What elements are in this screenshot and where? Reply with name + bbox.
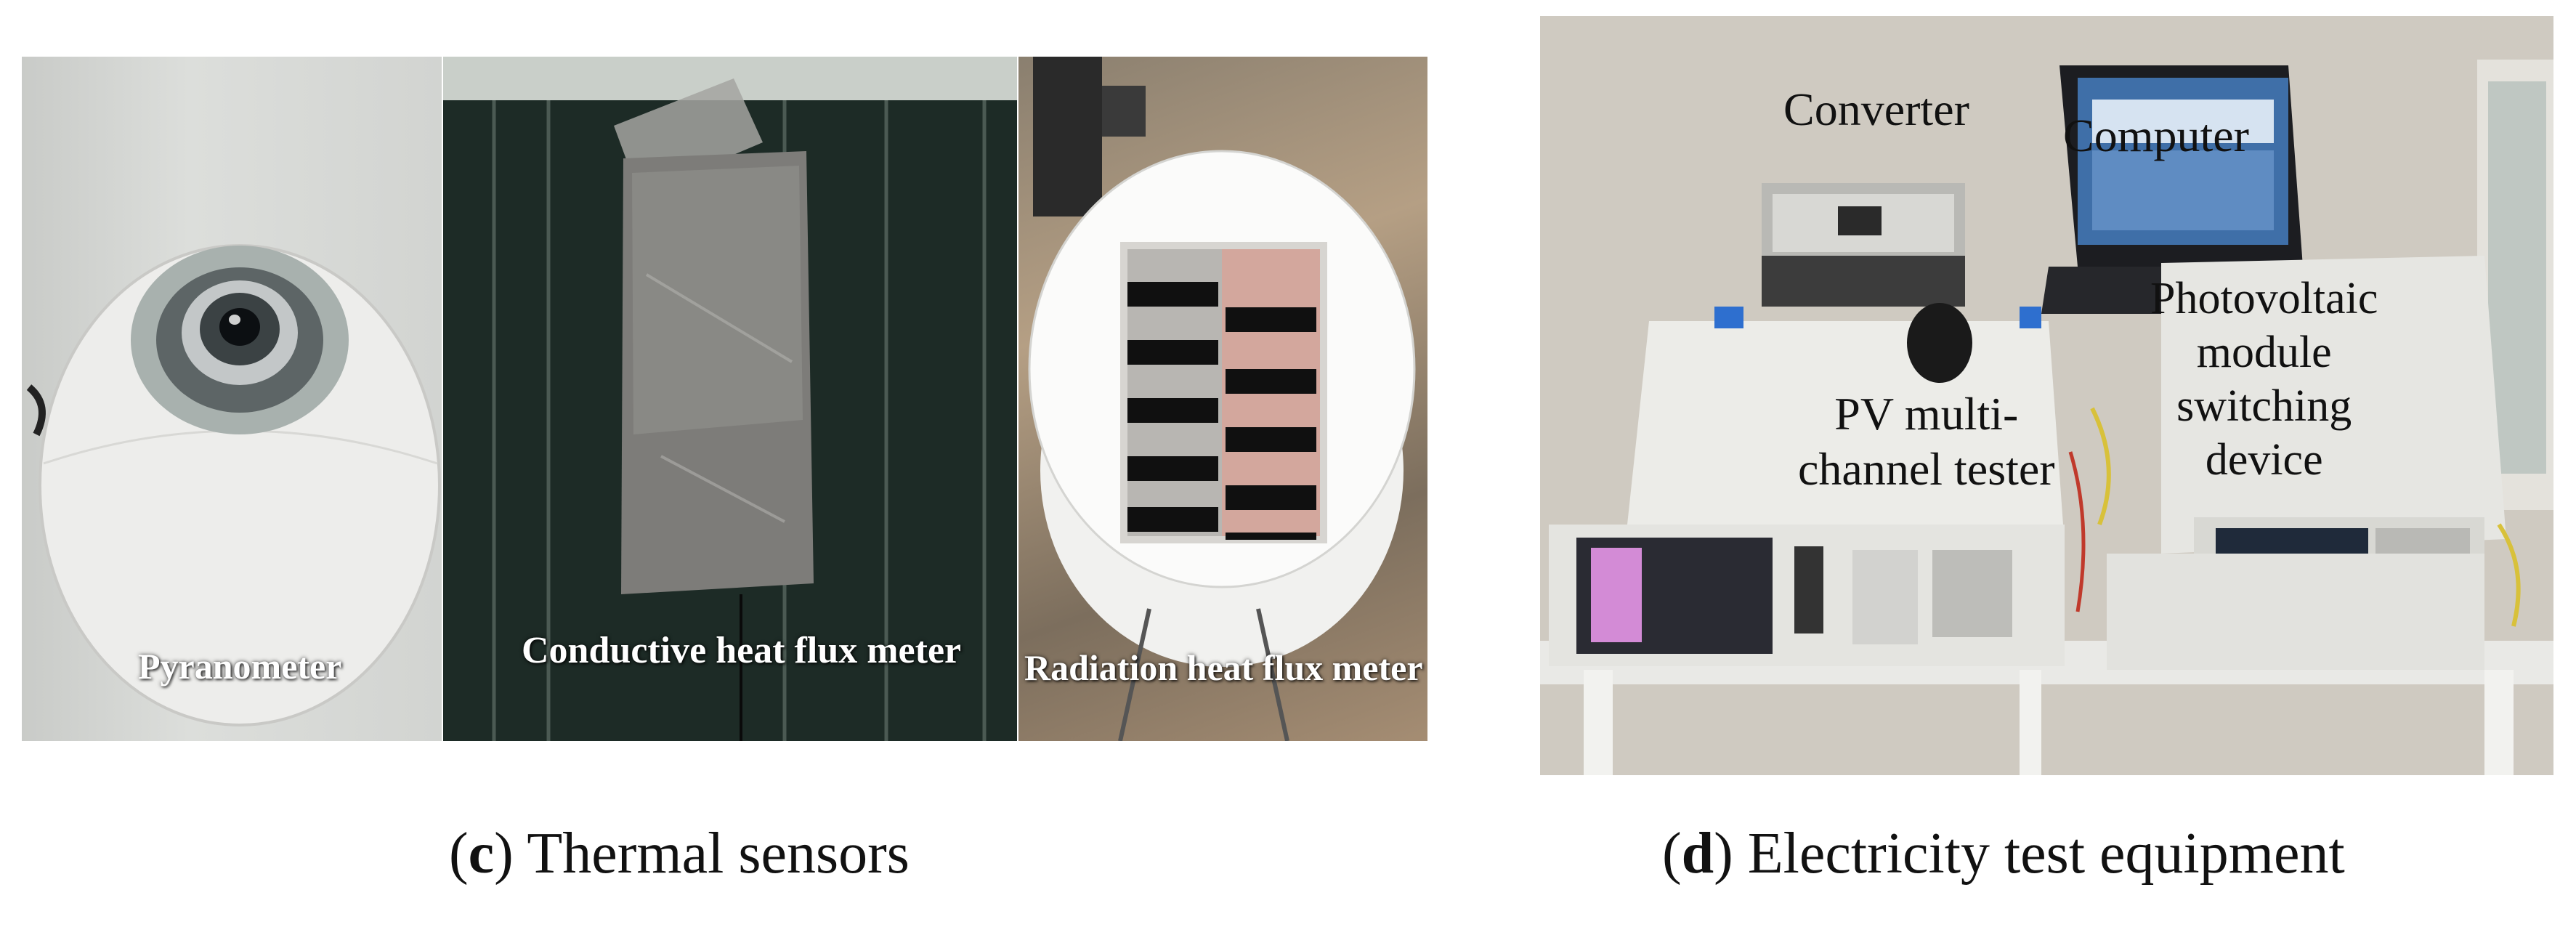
caption-thermal-sensors: (c) Thermal sensors (449, 821, 910, 887)
conductive-heat-flux-meter-label: Conductive heat flux meter (522, 630, 962, 671)
caption-c-text: Thermal sensors (513, 822, 910, 886)
pv-module-switching-device-label: Photovoltaic module switching device (2150, 272, 2378, 487)
switching-label-line3: switching (2176, 381, 2352, 431)
solar-cell-with-meter-illustration (443, 57, 1017, 741)
conductive-heat-flux-meter-photo: Conductive heat flux meter (443, 57, 1017, 741)
computer-label: Computer (2063, 110, 2249, 161)
pv-tester-label-line2: channel tester (1798, 443, 2055, 495)
switching-label-line4: device (2205, 435, 2323, 485)
caption-d-open-paren: ( (1662, 822, 1682, 886)
caption-c-open-paren: ( (449, 822, 469, 886)
pv-tester-label-line1: PV multi- (1834, 388, 2019, 440)
caption-d-text: Electricity test equipment (1733, 822, 2345, 886)
pyranometer-photo: Pyranometer (22, 57, 442, 741)
caption-d-tag: d (1681, 822, 1714, 886)
pyranometer-label: Pyranometer (138, 646, 342, 687)
pyranometer-illustration (26, 244, 441, 726)
radiation-meter-illustration (1028, 57, 1416, 741)
radiation-heat-flux-meter-photo: Radiation heat flux meter (1018, 57, 1427, 741)
caption-d-close-paren: ) (1714, 822, 1733, 886)
thermal-sensors-photo: Pyranometer Conductive heat flux meter (22, 57, 1427, 741)
switching-label-line1: Photovoltaic (2150, 274, 2378, 323)
caption-electricity-test-equipment: (d) Electricity test equipment (1662, 821, 2345, 887)
equipment-illustration (1540, 16, 2553, 775)
pv-multi-channel-tester-label: PV multi- channel tester (1798, 386, 2055, 497)
converter-label: Converter (1783, 84, 1969, 135)
caption-c-close-paren: ) (494, 822, 514, 886)
caption-c-tag: c (468, 822, 495, 886)
switching-label-line2: module (2196, 328, 2332, 377)
radiation-heat-flux-meter-label: Radiation heat flux meter (1024, 647, 1423, 688)
electricity-test-equipment-photo: Converter Computer PV multi- channel tes… (1540, 16, 2553, 775)
